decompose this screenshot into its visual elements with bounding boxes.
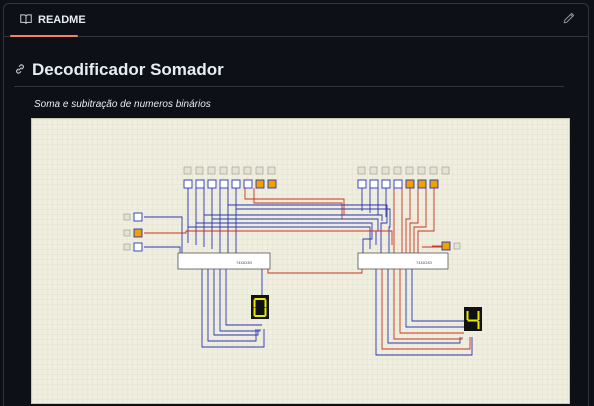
tab-readme-label: README: [38, 14, 86, 26]
pencil-icon: [563, 11, 575, 29]
right-chip-label: 74XX283: [416, 261, 432, 265]
left-adder-chip: 74XX283: [177, 252, 271, 270]
carry-output-led: [432, 241, 461, 251]
left-chip-label: 74XX283: [236, 261, 252, 265]
left-seven-segment-display: [251, 295, 269, 319]
edit-button[interactable]: [560, 11, 578, 29]
right-input-switches: [357, 166, 450, 189]
circuit-image: 74XX283 74XX283: [31, 118, 570, 404]
readme-heading: Decodificador Somador: [14, 60, 564, 87]
right-seven-segment-display: [464, 307, 482, 331]
readme-subtitle: Soma e subitração de numeros binários: [34, 99, 211, 110]
left-input-switches: [183, 166, 277, 189]
control-switches: [123, 212, 143, 252]
link-icon[interactable]: [14, 60, 26, 80]
active-tab-indicator: [10, 35, 78, 37]
readme-header: README: [4, 4, 588, 37]
right-adder-chip: 74XX283: [357, 252, 449, 270]
readme-panel: README Decodificador Somador Soma e subi…: [3, 3, 589, 406]
tab-readme[interactable]: README: [12, 4, 94, 36]
page-title: Decodificador Somador: [32, 60, 224, 79]
circuit-diagram: 74XX283 74XX283: [32, 119, 569, 403]
book-icon: [20, 13, 32, 28]
right-wires: [361, 188, 473, 356]
